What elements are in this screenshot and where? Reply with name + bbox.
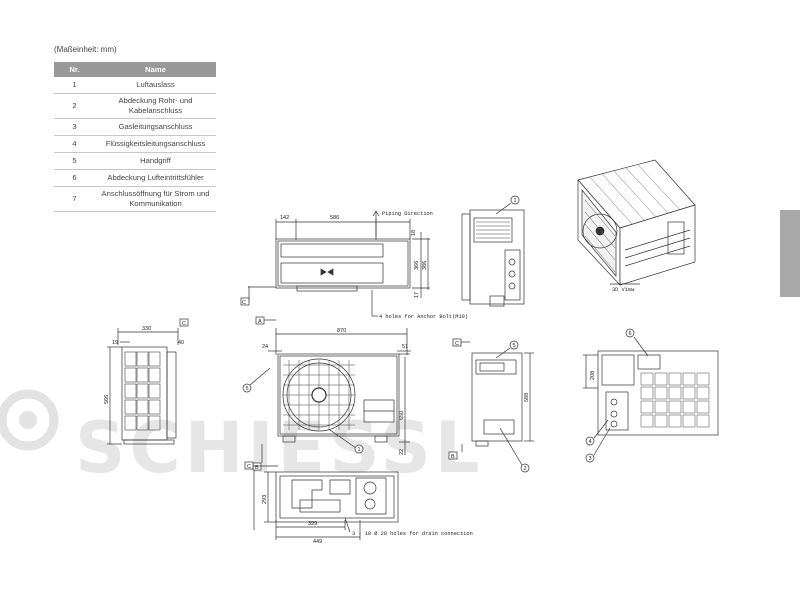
dim-front-650: 650 xyxy=(399,411,405,420)
dim-bottom-399: 399 xyxy=(308,521,317,527)
callout-5-front: 5 xyxy=(246,386,249,392)
row-nr: 7 xyxy=(54,186,95,212)
row-name: Abdeckung Lufteintrittsfühler xyxy=(95,169,216,187)
rear-view: 208 6 4 3 xyxy=(583,328,719,463)
ref-b-side: B xyxy=(451,454,455,460)
ref-c-side: C xyxy=(455,341,459,347)
dim-rear-208: 208 xyxy=(590,371,596,380)
dim-top-17: 17 xyxy=(414,292,420,298)
side-tab xyxy=(780,210,800,297)
anchor-bolt-label: 4 holes for Anchor Bolt(M10) xyxy=(379,314,468,320)
dim-top-366: 366 xyxy=(414,261,420,270)
dim-top-386: 386 xyxy=(422,261,428,270)
side-view-top: 1 xyxy=(461,195,525,307)
row-nr: 2 xyxy=(54,93,95,119)
dim-front-24: 24 xyxy=(262,344,268,350)
callout-1-side: 1 xyxy=(514,198,517,204)
left-view: 330 19 40 C 566 xyxy=(104,318,189,445)
dim-front-22: 22 xyxy=(399,449,405,455)
dim-top-586: 586 xyxy=(330,215,339,221)
dim-left-19: 19 xyxy=(112,340,118,346)
front-view: A 870 24 51 650 22 xyxy=(242,316,411,471)
dim-side-588: 588 xyxy=(524,393,530,402)
drain-label: 3 - 10 Ø 20 holes for drain connection xyxy=(352,530,473,537)
dim-top-142: 142 xyxy=(280,215,289,221)
row-name: Handgriff xyxy=(95,152,216,170)
ref-b-front: B xyxy=(255,465,259,471)
row-nr: 4 xyxy=(54,135,95,153)
dim-top-18: 18 xyxy=(411,230,417,236)
dim-left-566: 566 xyxy=(104,395,110,404)
table-header: Nr. Name xyxy=(54,62,216,77)
row-nr: 1 xyxy=(54,77,95,94)
side-view-right: C 588 5 2 B xyxy=(448,338,534,473)
row-nr: 6 xyxy=(54,169,95,187)
row-nr: 3 xyxy=(54,118,95,136)
callout-1-front: 1 xyxy=(358,447,361,453)
piping-direction-label: Piping Direction xyxy=(382,211,433,217)
view-3d-label: 3D View xyxy=(612,287,635,293)
dim-left-330: 330 xyxy=(142,326,151,332)
dim-front-870: 870 xyxy=(337,328,346,334)
unit-label: (Maßeinheit: mm) xyxy=(54,45,117,54)
dim-bottom-449: 449 xyxy=(313,539,322,545)
callout-6-rear: 6 xyxy=(629,331,632,337)
row-name: Abdeckung Rohr- und Kabelanschluss xyxy=(95,93,216,119)
view-3d: 3D View xyxy=(577,159,696,293)
row-name: Anschlussöffnung für Strom und Kommunika… xyxy=(95,186,216,212)
callout-4-rear: 4 xyxy=(589,439,592,445)
ref-a-front: A xyxy=(258,319,262,325)
watermark-logo: SCHIESSL xyxy=(0,389,484,489)
dim-bottom-293: 293 xyxy=(262,495,268,504)
bottom-view: C 293 399 449 3 - 10 Ø 20 holes for drai… xyxy=(244,461,473,545)
dim-left-40: 40 xyxy=(178,340,184,346)
ref-c-left: C xyxy=(182,321,186,327)
callout-2-side: 2 xyxy=(524,466,527,472)
row-name: Gasleitungsanschluss xyxy=(95,118,216,136)
ref-c-top: C xyxy=(242,300,246,306)
header-nr: Nr. xyxy=(54,62,95,77)
callout-5-side: 5 xyxy=(513,343,516,349)
ref-c-bottom: C xyxy=(247,464,251,470)
row-name: Flüssigkeitsleitungsanschluss xyxy=(95,135,216,153)
watermark-text: SCHIESSL xyxy=(75,407,484,489)
top-view: 142 586 18 366 386 17 Piping Direction 4… xyxy=(240,210,468,320)
dim-front-51: 51 xyxy=(402,344,408,350)
header-name: Name xyxy=(95,62,216,77)
callout-3-rear: 3 xyxy=(589,456,592,462)
row-nr: 5 xyxy=(54,152,95,170)
row-name: Luftauslass xyxy=(95,77,216,94)
